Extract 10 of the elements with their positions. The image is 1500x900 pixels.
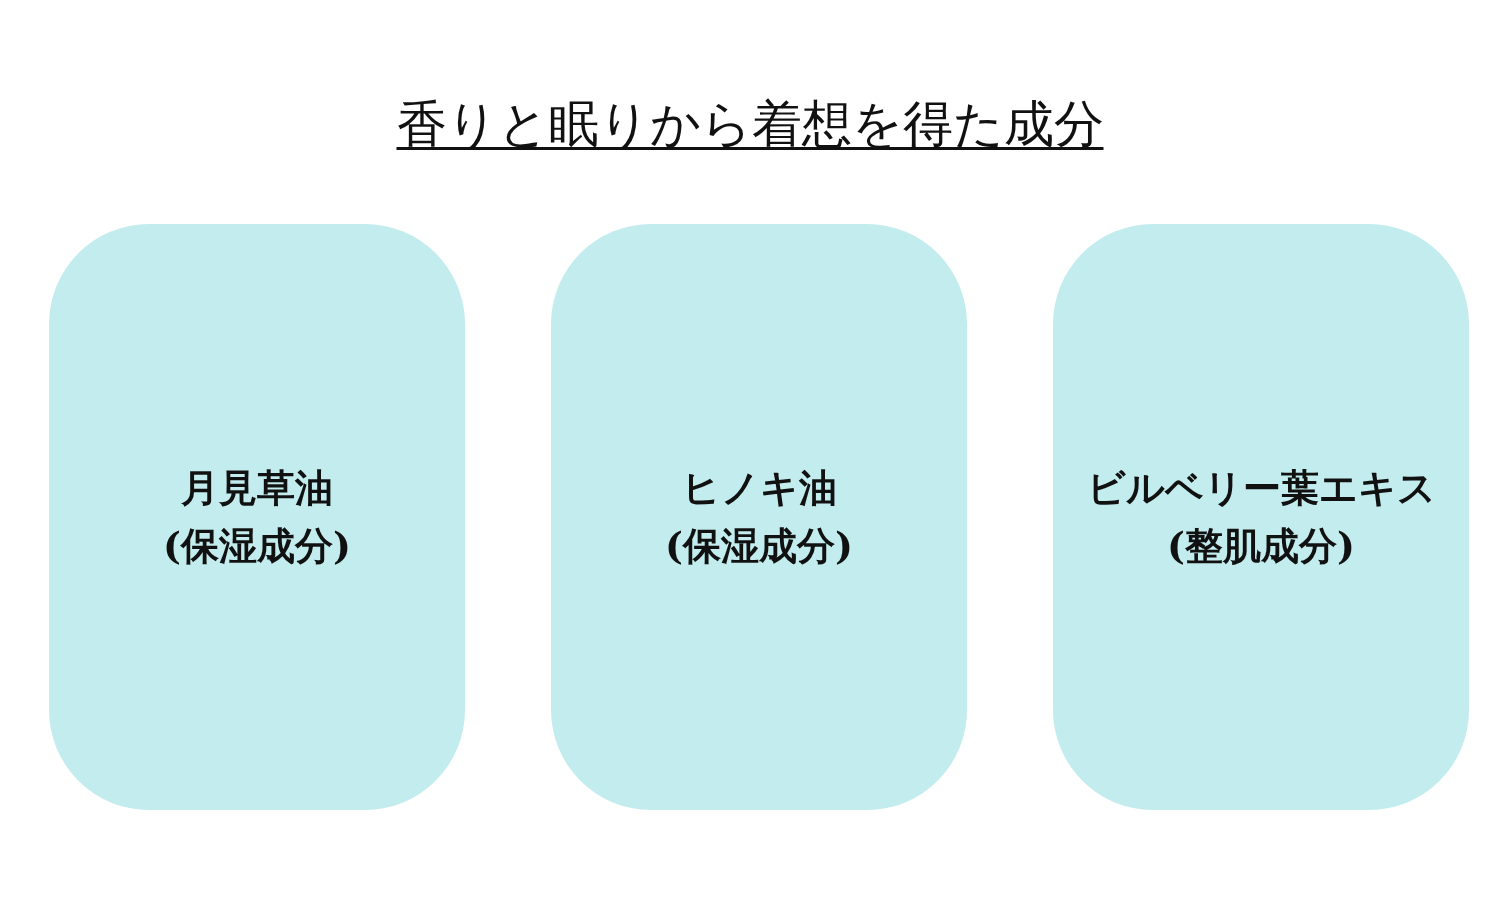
title: 香りと眠りから着想を得た成分 (396, 95, 1104, 153)
ingredient-card (1053, 224, 1469, 810)
ingredient-card (49, 224, 465, 810)
ingredient-role: (保湿成分) (163, 522, 351, 570)
ingredient-role: (整肌成分) (1167, 522, 1355, 570)
ingredient-name: ビルベリー葉エキス (1086, 464, 1436, 512)
ingredient-name: 月見草油 (181, 464, 333, 512)
ingredient-role: (保湿成分) (665, 522, 853, 570)
ingredient-name: ヒノキ油 (681, 464, 837, 512)
ingredient-card (551, 224, 967, 810)
